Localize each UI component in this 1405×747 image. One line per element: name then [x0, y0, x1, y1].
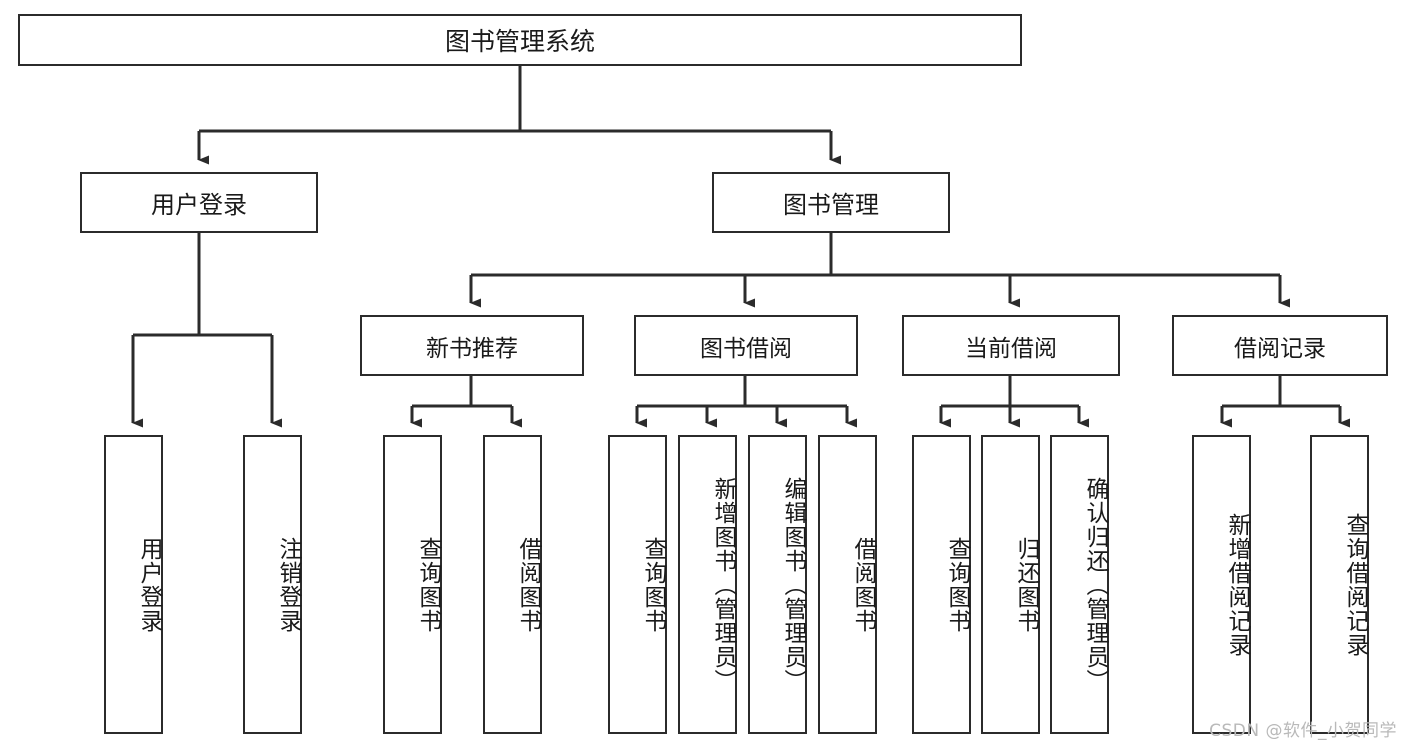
- node-label: 编辑图书（管理员）: [780, 476, 806, 693]
- node-borrow-record[interactable]: 借阅记录: [1172, 315, 1388, 376]
- node-leaf-add-book-admin[interactable]: 新增图书（管理员）: [678, 435, 737, 734]
- node-leaf-query-borrow-record[interactable]: 查询借阅记录: [1310, 435, 1369, 734]
- node-leaf-user-login[interactable]: 用户登录: [104, 435, 163, 734]
- node-leaf-borrow-book-1[interactable]: 借阅图书: [483, 435, 542, 734]
- node-label: 归还图书: [1013, 536, 1039, 633]
- node-label: 新增图书（管理员）: [710, 476, 736, 693]
- node-leaf-confirm-return-admin[interactable]: 确认归还（管理员）: [1050, 435, 1109, 734]
- node-label: 借阅图书: [515, 536, 541, 633]
- node-book-manage[interactable]: 图书管理: [712, 172, 950, 233]
- node-label: 借阅记录: [1234, 335, 1326, 362]
- node-label: 注销登录: [275, 536, 301, 633]
- node-label: 查询借阅记录: [1342, 512, 1368, 657]
- node-leaf-logout-login[interactable]: 注销登录: [243, 435, 302, 734]
- node-leaf-query-book-2[interactable]: 查询图书: [608, 435, 667, 734]
- node-label: 当前借阅: [965, 335, 1057, 362]
- node-leaf-borrow-book-2[interactable]: 借阅图书: [818, 435, 877, 734]
- node-label: 新书推荐: [426, 335, 518, 362]
- node-root-system[interactable]: 图书管理系统: [18, 14, 1022, 66]
- node-label: 查询图书: [640, 536, 666, 633]
- node-user-login[interactable]: 用户登录: [80, 172, 318, 233]
- node-book-borrow[interactable]: 图书借阅: [634, 315, 858, 376]
- node-label: 用户登录: [136, 536, 162, 633]
- node-leaf-add-borrow-record[interactable]: 新增借阅记录: [1192, 435, 1251, 734]
- node-new-book-recommend[interactable]: 新书推荐: [360, 315, 584, 376]
- node-leaf-query-book-3[interactable]: 查询图书: [912, 435, 971, 734]
- node-leaf-return-book[interactable]: 归还图书: [981, 435, 1040, 734]
- node-current-borrow[interactable]: 当前借阅: [902, 315, 1120, 376]
- node-leaf-query-book-1[interactable]: 查询图书: [383, 435, 442, 734]
- node-label: 图书借阅: [700, 335, 792, 362]
- node-label: 借阅图书: [850, 536, 876, 633]
- node-leaf-edit-book-admin[interactable]: 编辑图书（管理员）: [748, 435, 807, 734]
- node-label: 图书管理系统: [444, 27, 595, 56]
- node-label: 图书管理: [783, 191, 879, 219]
- node-label: 新增借阅记录: [1224, 512, 1250, 657]
- node-label: 确认归还（管理员）: [1082, 476, 1108, 693]
- node-label: 用户登录: [151, 191, 247, 219]
- node-label: 查询图书: [944, 536, 970, 633]
- node-label: 查询图书: [415, 536, 441, 633]
